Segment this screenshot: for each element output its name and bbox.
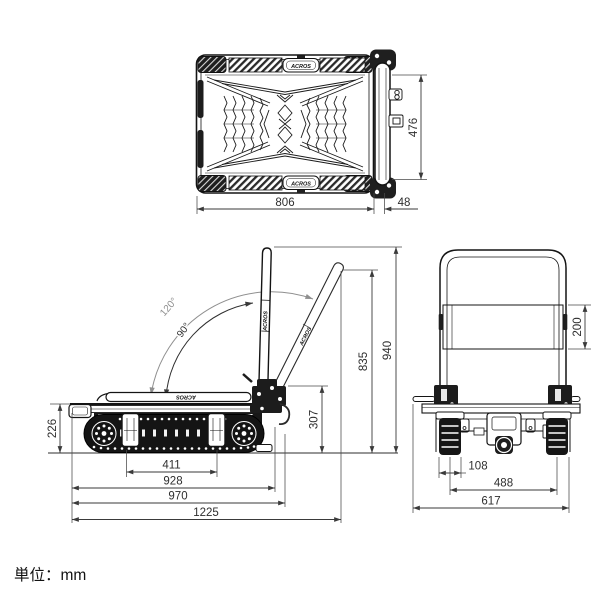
front-bumper	[68, 403, 92, 419]
sprocket-rear	[231, 421, 257, 446]
gearbox	[458, 412, 551, 454]
grip-mark-left	[438, 314, 443, 330]
dim-label-handle-offset: 48	[398, 197, 411, 209]
handle-frame-outer	[439, 249, 567, 389]
deck-tread-pattern	[205, 74, 365, 174]
folded-handle-plan	[370, 49, 404, 199]
brand-text: ACROS	[263, 311, 270, 332]
handle-clamps	[388, 88, 404, 128]
front-hinges	[412, 385, 581, 409]
handle-folded-position: ACROS	[96, 391, 252, 403]
side-view: 120° 90° ACROS ACROS ACROS	[45, 246, 402, 523]
deck-side	[68, 403, 276, 419]
handle-frame-inner	[446, 256, 560, 389]
center-motif	[263, 94, 307, 154]
dim-label-handle-height-open: 835	[358, 352, 370, 371]
track-front-left	[435, 411, 465, 455]
left-ribs	[223, 95, 264, 153]
logo-badge-bottom: ACROS	[282, 175, 320, 193]
axle-pin-right	[570, 396, 581, 402]
side-edge-strips	[197, 80, 204, 168]
dim-label-roller-span: 411	[162, 460, 180, 472]
top-view: ACROS ACROS	[195, 49, 427, 214]
brand-text: ACROS	[290, 64, 311, 70]
dim-label-track-width: 108	[468, 461, 487, 473]
dim-label-deck-height: 226	[47, 419, 59, 438]
dim-label-width: 806	[275, 197, 294, 209]
dim-label-backrest-height: 200	[572, 317, 584, 336]
front-view: 200 108 488 617	[412, 249, 591, 513]
deck-outline	[195, 54, 375, 194]
arc-90deg	[163, 301, 254, 398]
grip-bands	[228, 57, 366, 191]
logo-badge-top: ACROS	[282, 55, 320, 73]
handle-tube-plan	[374, 62, 391, 186]
track-front-right	[542, 411, 572, 455]
undercarriage	[435, 411, 572, 455]
unit-note: 単位：mm	[14, 566, 86, 584]
dims-front-view: 200 108 488 617	[412, 304, 591, 513]
dims-side-view: 226 307 835 940 411 928 970 1225	[45, 246, 402, 523]
crawler-track	[83, 414, 265, 453]
stand-foot	[255, 444, 273, 452]
dim-label-hinge-height: 307	[309, 410, 321, 429]
handle-upright-position: ACROS	[257, 247, 272, 401]
dim-label-overall-width: 617	[481, 496, 500, 508]
right-ribs	[306, 95, 347, 153]
dim-label-length-with-hook: 970	[168, 491, 187, 503]
handle-tilted-position: ACROS	[267, 262, 344, 402]
panel-lines	[451, 305, 555, 349]
dim-label-deck-length: 928	[163, 476, 182, 488]
tie-hook	[278, 403, 291, 426]
dim-label-handle-height-upright: 940	[382, 341, 394, 360]
dims-top-view: 806 48 476	[196, 74, 427, 214]
dim-label-track-span: 488	[494, 478, 513, 490]
grip-mark-right	[563, 314, 568, 330]
brand-text: ACROS	[176, 394, 197, 400]
sprocket-front	[91, 421, 117, 446]
axle-pin-left	[412, 396, 436, 402]
dim-label-handle-width: 476	[408, 118, 420, 137]
dim-label-overall-length: 1225	[193, 507, 219, 519]
backrest-panel	[442, 304, 564, 350]
brand-text: ACROS	[290, 182, 311, 188]
roller-brackets	[121, 412, 226, 448]
handle-hinge	[242, 373, 286, 413]
